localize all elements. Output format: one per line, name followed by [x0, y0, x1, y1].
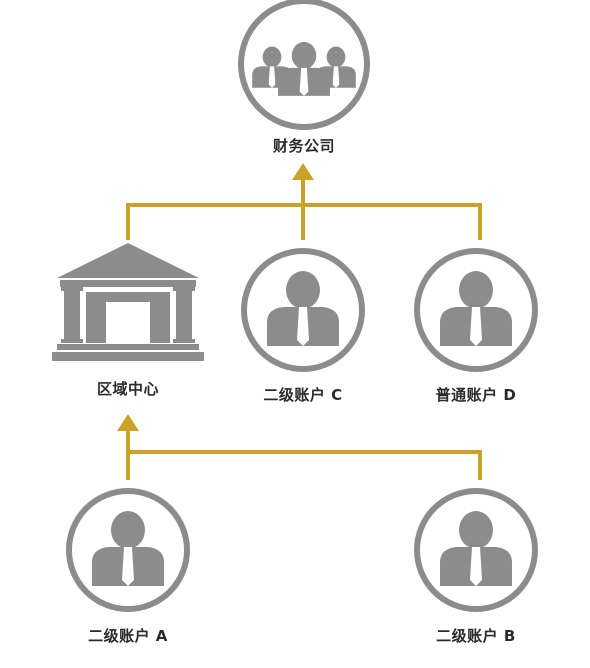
label-secondary-account-c: 二级账户 C — [263, 386, 343, 404]
label-regional-center: 区域中心 — [96, 380, 160, 398]
group-icon — [238, 0, 370, 130]
connector-line-bottom-horizontal — [126, 450, 482, 480]
person-icon-account-b — [414, 488, 538, 612]
label-ordinary-account-d: 普通账户 D — [435, 386, 517, 404]
label-secondary-account-a: 二级账户 A — [88, 627, 168, 645]
label-finance-company: 财务公司 — [272, 137, 336, 155]
connector-bottom-tier — [126, 428, 482, 480]
connector-top-tier — [126, 176, 482, 240]
person-icon-account-a — [66, 488, 190, 612]
arrow-to-regional-center — [117, 414, 139, 431]
person-icon-account-c — [241, 248, 365, 372]
person-icon-account-d — [414, 248, 538, 372]
label-secondary-account-b: 二级账户 B — [436, 627, 516, 645]
arrow-to-finance-company — [292, 163, 314, 180]
bank-building-icon — [52, 243, 204, 361]
